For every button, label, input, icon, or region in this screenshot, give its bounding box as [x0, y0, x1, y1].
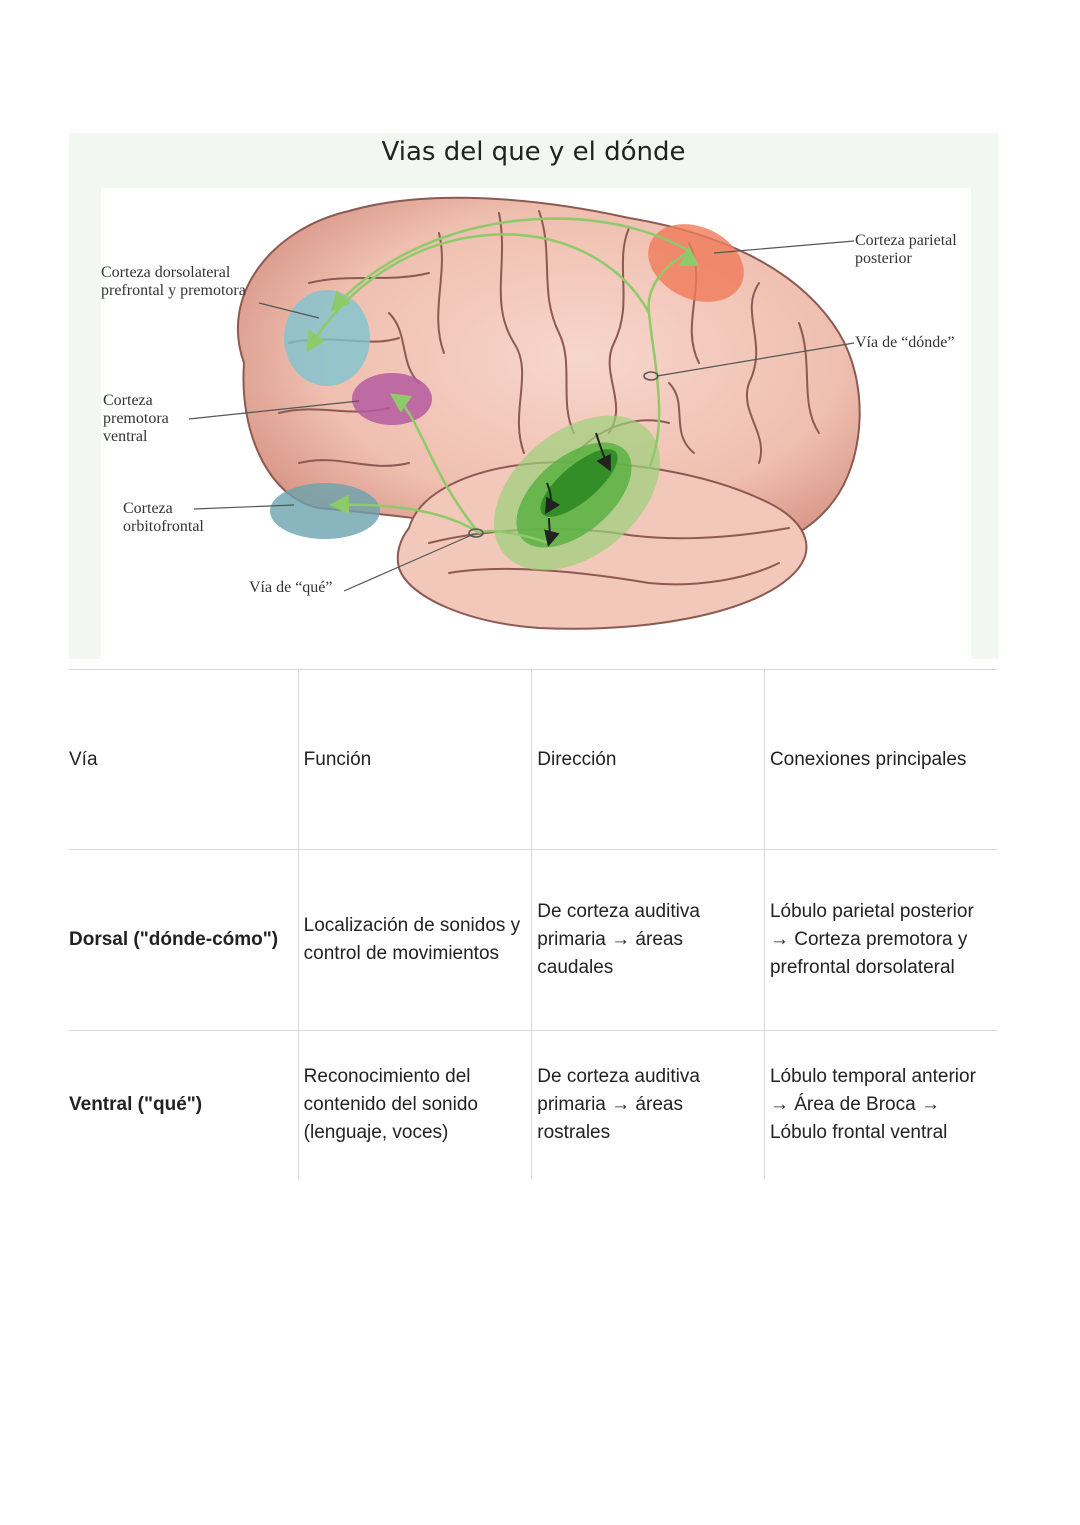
cell-line: prefrontal dorsolateral [769, 957, 955, 978]
label-vpm-line1: Corteza [103, 392, 153, 409]
label-where-pathway: Vía de “dónde” [855, 334, 955, 351]
cell-line: Localización de sonidos y [303, 915, 521, 936]
cell-line: De corteza auditiva [537, 901, 700, 922]
table-row: Ventral ("qué") Reconocimiento del conte… [69, 1030, 997, 1179]
brain-sulci [278, 210, 820, 586]
cell-line: → Corteza premotora y [769, 929, 968, 950]
cell-funcion: Reconocimiento del contenido del sonido … [297, 1030, 532, 1179]
cell-via: Dorsal ("dónde-cómo") [69, 929, 279, 950]
header-direccion: Dirección [531, 669, 765, 850]
label-ppc-line1: Corteza parietal [855, 232, 957, 249]
brain-illustration [188, 196, 861, 630]
cell-line: (lenguaje, voces) [303, 1121, 449, 1143]
cell-conexiones: Lóbulo parietal posterior → Corteza prem… [763, 849, 997, 1031]
region-dlpfc [284, 290, 370, 386]
label-vpm-line2: premotora [103, 410, 169, 427]
cell-line: control de movimientos [303, 943, 500, 964]
pathway-arrows [306, 217, 699, 545]
cell-via: Ventral ("qué") [69, 1093, 203, 1115]
table-row: Dorsal ("dónde-cómo") Localización de so… [69, 849, 997, 1031]
label-posterior-parietal: Corteza parietal posterior [855, 232, 957, 268]
pathways-table: Vía Función Dirección Conexiones princip… [69, 669, 997, 1179]
cell-conexiones: Lóbulo temporal anterior → Área de Broca… [763, 1030, 997, 1179]
cell-direccion: De corteza auditiva primaria → áreas cau… [531, 849, 765, 1031]
region-ventral-premotor [352, 373, 432, 425]
cell-line: Lóbulo parietal posterior [769, 901, 974, 922]
label-dlpfc-line1: Corteza dorsolateral [101, 264, 231, 281]
cell-line: caudales [537, 957, 614, 978]
cell-line: De corteza auditiva [537, 1065, 700, 1087]
label-dlpfc-line2: prefrontal y premotora [101, 282, 246, 299]
label-vpm-line3: ventral [103, 428, 148, 445]
label-ventral-premotor: Corteza premotora ventral [103, 392, 169, 446]
label-what-pathway: Vía de “qué” [249, 579, 333, 596]
label-dlpfc: Corteza dorsolateral prefrontal y premot… [101, 264, 246, 300]
figure-title: Vias del que y el dónde [381, 137, 686, 167]
what-node [468, 528, 484, 538]
cell-line: primaria → áreas [537, 929, 683, 950]
label-ppc-line2: posterior [855, 250, 912, 267]
leader-lines [188, 240, 855, 592]
cell-funcion: Localización de sonidos y control de mov… [297, 849, 532, 1031]
header-conexiones: Conexiones principales [763, 669, 997, 850]
cell-line: Lóbulo temporal anterior [769, 1065, 976, 1087]
label-ofc-line2: orbitofrontal [123, 518, 204, 535]
brain-figure: Vias del que y el dónde Corteza dorsolat… [69, 133, 998, 659]
cell-line: Lóbulo frontal ventral [769, 1121, 948, 1143]
table-header-row: Vía Función Dirección Conexiones princip… [69, 669, 997, 850]
cell-line: → Área de Broca → [769, 1093, 940, 1115]
cell-line: contenido del sonido [303, 1093, 478, 1115]
cell-line: primaria → áreas [537, 1093, 683, 1115]
header-funcion: Función [297, 669, 532, 850]
cell-line: rostrales [537, 1121, 611, 1143]
region-orbitofrontal [270, 483, 380, 539]
cell-direccion: De corteza auditiva primaria → áreas ros… [531, 1030, 765, 1179]
label-ofc-line1: Corteza [123, 500, 173, 517]
label-orbitofrontal: Corteza orbitofrontal [123, 500, 204, 536]
local-arrows [544, 432, 611, 547]
cell-line: Reconocimiento del [303, 1065, 471, 1087]
header-via: Vía [69, 748, 98, 770]
